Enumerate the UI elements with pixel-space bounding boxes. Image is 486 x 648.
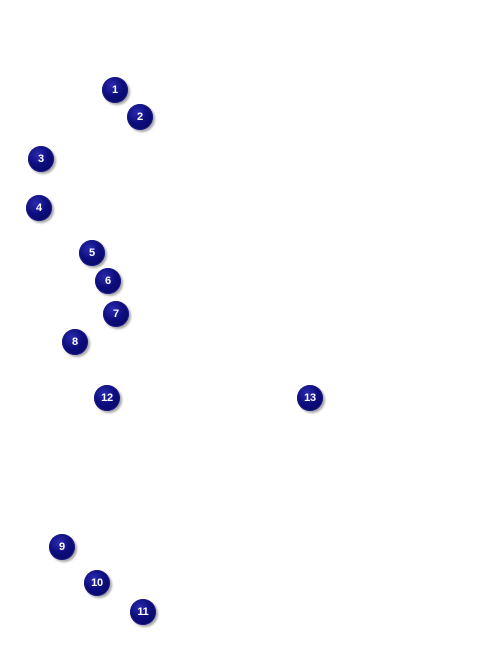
callout-marker-5[interactable]: 5 — [79, 240, 105, 266]
callout-marker-7[interactable]: 7 — [103, 301, 129, 327]
callout-marker-9[interactable]: 9 — [49, 534, 75, 560]
callout-marker-11[interactable]: 11 — [130, 599, 156, 625]
callout-marker-2[interactable]: 2 — [127, 104, 153, 130]
callout-marker-10[interactable]: 10 — [84, 570, 110, 596]
callout-marker-8[interactable]: 8 — [62, 329, 88, 355]
callout-marker-13[interactable]: 13 — [297, 385, 323, 411]
callout-marker-1[interactable]: 1 — [102, 77, 128, 103]
callout-marker-12[interactable]: 12 — [94, 385, 120, 411]
callout-marker-6[interactable]: 6 — [95, 268, 121, 294]
callout-marker-4[interactable]: 4 — [26, 195, 52, 221]
callout-marker-3[interactable]: 3 — [28, 146, 54, 172]
